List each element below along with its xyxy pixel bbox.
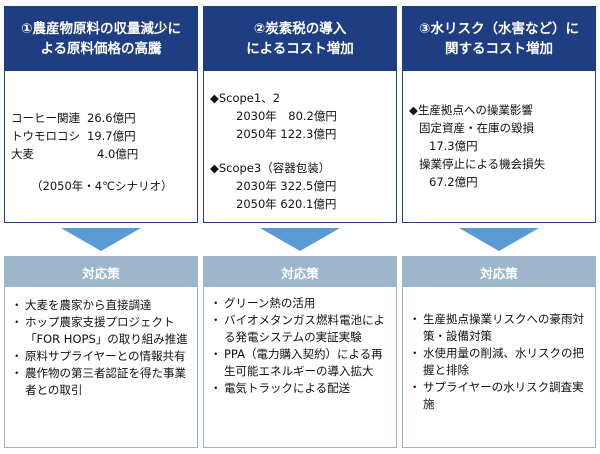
- measure-item: ホップ農家支援プロジェクト「FOR HOPS」の取り組み推進: [11, 314, 191, 348]
- risk-title: ①農産物原料の収量減少に よる原料価格の高騰: [5, 7, 197, 71]
- down-arrow-icon: [260, 228, 340, 251]
- scope-row: 2050年 620.1億円: [236, 197, 337, 211]
- measures-card: 対応策 グリーン熱の活用 バイオメタンガス燃料電池による発電システムの実証実験 …: [203, 256, 397, 448]
- measures-header: 対応策: [403, 257, 595, 287]
- risk-body: ◆Scope1、2 2030年 80.2億円 2050年 122.3億円 ◆Sc…: [204, 71, 396, 213]
- measure-item: サプライヤーの水リスク調査実施: [409, 379, 589, 413]
- measure-item: 電気トラックによる配送: [210, 380, 390, 397]
- measures-list: 大麦を農家から直接調達 ホップ農家支援プロジェクト「FOR HOPS」の取り組み…: [5, 297, 197, 399]
- measure-item: グリーン熱の活用: [210, 295, 390, 312]
- scenario-note: （2050年・4℃シナリオ）: [31, 179, 173, 193]
- cost-value: 19.7億円: [87, 129, 136, 143]
- down-arrow-icon: [61, 228, 141, 251]
- measures-header: 対応策: [204, 257, 396, 287]
- measures-header: 対応策: [5, 257, 197, 287]
- cost-value: 4.0億円: [97, 147, 139, 161]
- measure-item: 生産拠点操業リスクへの豪雨対策・設備対策: [409, 311, 589, 345]
- measure-item: 原料サプライヤーとの情報共有: [11, 348, 191, 365]
- risk-card: ③水リスク（水害など）に 関するコスト増加 ◆生産拠点への操業影響 固定資産・在…: [402, 6, 596, 223]
- scope-row: 2050年 122.3億円: [236, 127, 337, 141]
- measures-list: 生産拠点操業リスクへの豪雨対策・設備対策 水使用量の削減、水リスクの把握と排除 …: [403, 311, 595, 413]
- measure-item: 農作物の第三者認証を得た事業者との取引: [11, 365, 191, 399]
- cost-row: トウモロコシ 19.7億円: [11, 127, 191, 145]
- measures-card: 対応策 生産拠点操業リスクへの豪雨対策・設備対策 水使用量の削減、水リスクの把握…: [402, 256, 596, 448]
- risk-title: ②炭素税の導入 によるコスト増加: [204, 7, 396, 71]
- scope-row: 2030年 322.5億円: [236, 179, 337, 193]
- measures-card: 対応策 大麦を農家から直接調達 ホップ農家支援プロジェクト「FOR HOPS」の…: [4, 256, 198, 448]
- measures-list: グリーン熱の活用 バイオメタンガス燃料電池による発電システムの実証実験 PPA（…: [204, 295, 396, 397]
- scope-heading: ◆Scope3（容器包装）: [210, 161, 331, 175]
- cost-label: トウモロコシ: [11, 129, 80, 143]
- risk-card: ②炭素税の導入 によるコスト増加 ◆Scope1、2 2030年 80.2億円 …: [203, 6, 397, 223]
- measure-item: バイオメタンガス燃料電池による発電システムの実証実験: [210, 312, 390, 346]
- risk-body: ◆生産拠点への操業影響 固定資産・在庫の毀損 17.3億円 操業停止による機会損…: [403, 71, 595, 191]
- scope-row: 2030年 80.2億円: [236, 109, 337, 123]
- risk-body: コーヒー関連 26.6億円 トウモロコシ 19.7億円 大麦 4.0億円 （20…: [5, 71, 197, 195]
- risk-title: ③水リスク（水害など）に 関するコスト増加: [403, 7, 595, 71]
- measure-item: 水使用量の削減、水リスクの把握と排除: [409, 345, 589, 379]
- cost-label: コーヒー関連: [11, 111, 80, 125]
- impact-label: 操業停止による機会損失: [419, 157, 546, 171]
- cost-value: 26.6億円: [87, 111, 136, 125]
- cost-label: 大麦: [11, 147, 34, 161]
- impact-label: 固定資産・在庫の毀損: [419, 121, 534, 135]
- risk-card: ①農産物原料の収量減少に よる原料価格の高騰 コーヒー関連 26.6億円 トウモ…: [4, 6, 198, 223]
- scope-heading: ◆Scope1、2: [210, 91, 281, 105]
- impact-value: 67.2億円: [429, 175, 478, 189]
- measure-item: PPA（電力購入契約）による再生可能エネルギーの導入拡大: [210, 346, 390, 380]
- impact-value: 17.3億円: [429, 139, 478, 153]
- cost-row: 大麦 4.0億円: [11, 145, 191, 163]
- measure-item: 大麦を農家から直接調達: [11, 297, 191, 314]
- impact-heading: ◆生産拠点への操業影響: [409, 103, 533, 117]
- cost-row: コーヒー関連 26.6億円: [11, 109, 191, 127]
- down-arrow-icon: [459, 228, 539, 251]
